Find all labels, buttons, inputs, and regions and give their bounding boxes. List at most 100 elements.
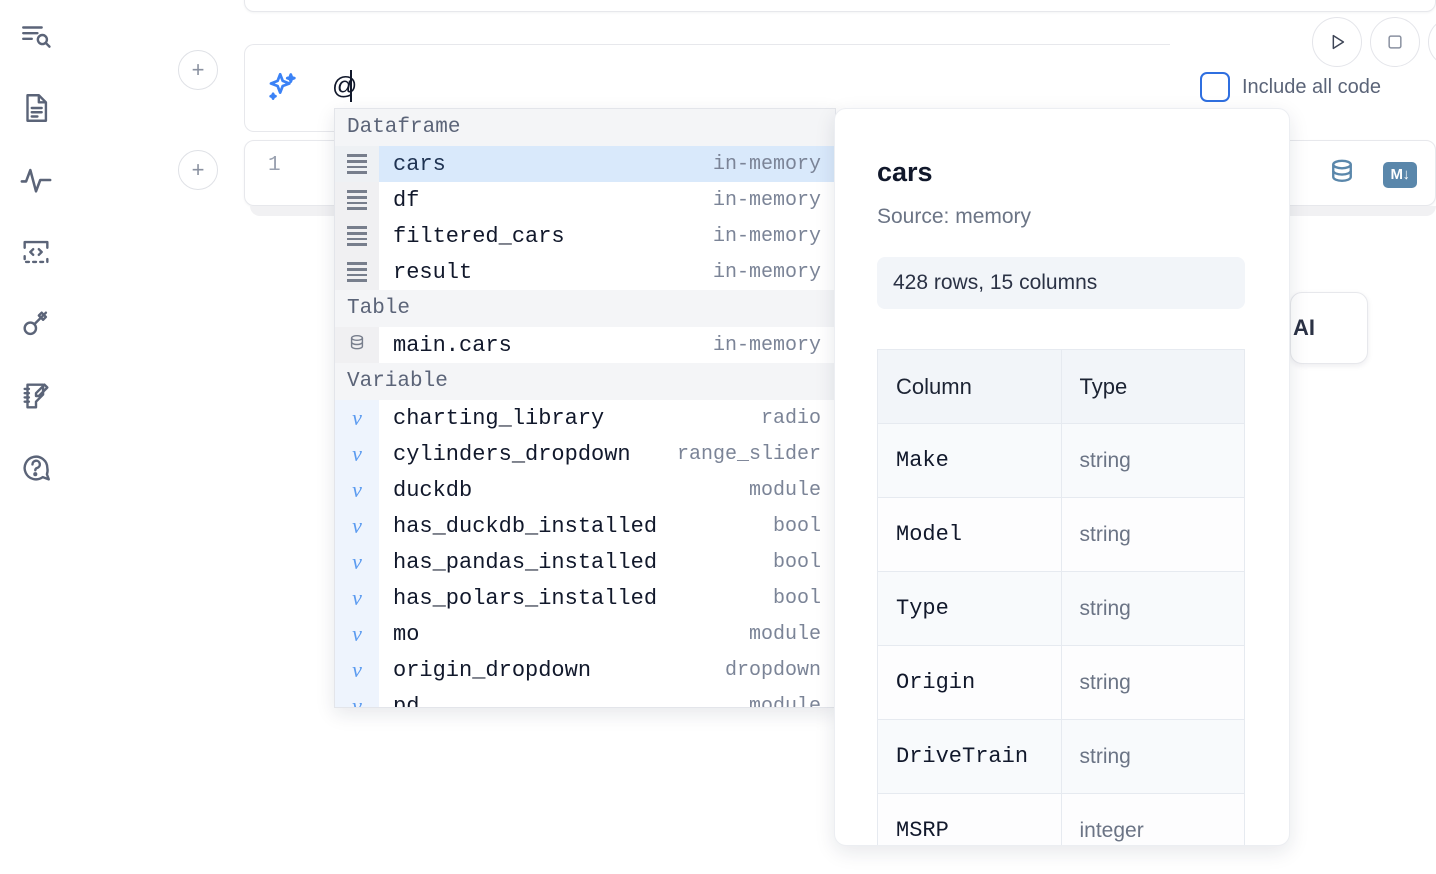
key-icon[interactable] (12, 300, 60, 348)
autocomplete-item-label: charting_library radio (379, 400, 835, 436)
autocomplete-item-type: bool (772, 514, 821, 538)
detail-source: Source: memory (877, 205, 1032, 228)
autocomplete-item-type: module (748, 694, 821, 708)
autocomplete-item-name: df (393, 187, 420, 213)
file-text-icon[interactable] (12, 84, 60, 132)
detail-shape-chip: 428 rows, 15 columns (877, 257, 1245, 309)
schema-column-type: integer (1060, 793, 1245, 845)
plus-glyph: + (191, 157, 205, 182)
dataframe-icon (335, 182, 379, 218)
schema-column-type: string (1060, 423, 1245, 498)
include-all-code-row[interactable]: Include all code (1200, 72, 1381, 102)
stop-cell-button[interactable] (1370, 17, 1420, 67)
schema-column-name: Origin (877, 645, 1062, 720)
schema-column-name: Make (877, 423, 1062, 498)
search-outline-icon[interactable] (12, 12, 60, 60)
ai-prompt-input[interactable]: @ (332, 72, 358, 100)
autocomplete-item-type: radio (760, 406, 821, 430)
activity-pulse-icon[interactable] (12, 156, 60, 204)
autocomplete-item-type: in-memory (712, 224, 821, 248)
autocomplete-section-header: Variable (335, 363, 835, 400)
autocomplete-item[interactable]: v charting_library radio (335, 400, 835, 436)
notebook-edit-icon[interactable] (12, 372, 60, 420)
cell-tools: M↓ (1327, 157, 1417, 192)
autocomplete-section-header: Table (335, 290, 835, 327)
dataframe-icon (347, 226, 367, 246)
detail-title: cars (877, 157, 933, 187)
table-db-icon (335, 327, 379, 363)
include-all-code-checkbox[interactable] (1200, 72, 1230, 102)
autocomplete-section-header: Dataframe (335, 109, 835, 146)
variable-icon: v (352, 549, 362, 574)
schema-column-name: Model (877, 497, 1062, 572)
markdown-icon[interactable]: M↓ (1383, 161, 1417, 188)
variable-icon: v (335, 652, 379, 688)
autocomplete-item-name: has_duckdb_installed (393, 513, 658, 539)
help-chat-icon[interactable] (12, 444, 60, 492)
variable-icon: v (352, 621, 362, 646)
add-cell-button-bottom[interactable]: + (178, 150, 218, 190)
autocomplete-item-type: in-memory (712, 152, 821, 176)
table-db-icon (347, 333, 367, 358)
generate-with-ai-button[interactable]: AI (1290, 292, 1368, 364)
autocomplete-item-type: bool (772, 550, 821, 574)
autocomplete-item-type: in-memory (712, 260, 821, 284)
ai-button-label: AI (1293, 315, 1315, 340)
schema-column-name: Type (877, 571, 1062, 646)
dataframe-icon (335, 218, 379, 254)
autocomplete-item-type: range_slider (676, 442, 821, 466)
previous-cell[interactable] (244, 0, 1436, 12)
add-cell-button-top[interactable]: + (178, 50, 218, 90)
more-actions-button[interactable] (1428, 17, 1436, 67)
autocomplete-item-name: main.cars (393, 332, 512, 358)
variable-icon: v (352, 585, 362, 610)
variable-icon: v (335, 436, 379, 472)
schema-table-header-cell: Type (1060, 349, 1245, 424)
dataframe-icon (347, 190, 367, 210)
schema-column-name: DriveTrain (877, 719, 1062, 794)
autocomplete-item[interactable]: filtered_cars in-memory (335, 218, 835, 254)
autocomplete-item-name: charting_library (393, 405, 605, 431)
variable-icon: v (335, 544, 379, 580)
autocomplete-item-label: has_duckdb_installed bool (379, 508, 835, 544)
schema-column-name: MSRP (877, 793, 1062, 845)
plus-glyph: + (191, 57, 205, 82)
run-cell-button[interactable] (1312, 17, 1362, 67)
markdown-label: M (1390, 166, 1404, 183)
variable-icon: v (352, 405, 362, 430)
autocomplete-item-name: filtered_cars (393, 223, 565, 249)
code-brackets-icon[interactable] (12, 228, 60, 276)
dataframe-icon (347, 154, 367, 174)
sparkles-icon (266, 70, 300, 104)
variable-icon: v (335, 688, 379, 707)
database-icon[interactable] (1327, 157, 1357, 192)
